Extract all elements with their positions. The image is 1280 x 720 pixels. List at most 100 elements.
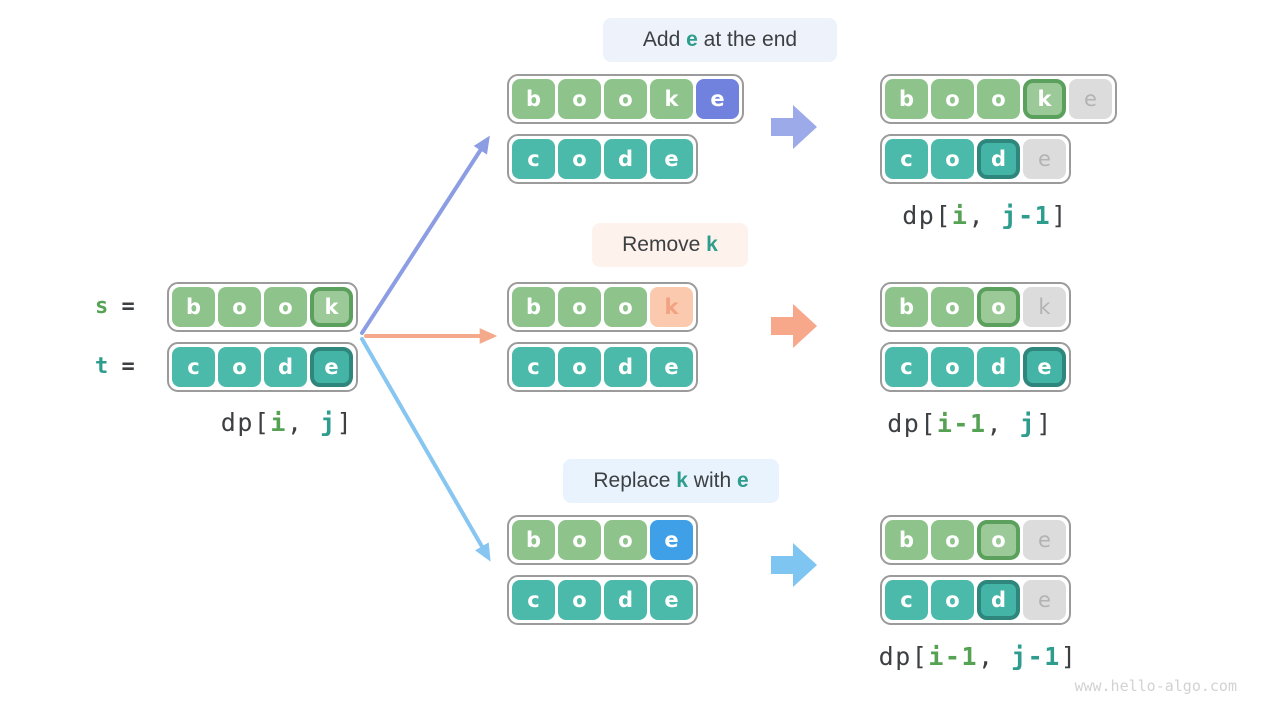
char-cell-b: b [885,287,928,327]
operation-label-remove: Remove k [592,223,748,267]
result-arrow-add [771,105,817,149]
char-cell-b: b [885,520,928,560]
char-cell-o: o [558,580,601,620]
char-cell-d: d [604,139,647,179]
char-cell-d: d [977,347,1020,387]
char-cell-o: o [977,287,1020,327]
char-cell-e: e [650,347,693,387]
char-cell-b: b [885,79,928,119]
text-part: k [706,233,718,256]
text-part: dp[ [878,642,929,671]
char-cell-k: k [650,79,693,119]
text-part: ] [1051,201,1068,230]
char-cell-k: k [650,287,693,327]
char-cell-o: o [931,79,974,119]
operation-label-replace: Replace k with e [563,459,779,503]
char-cell-e: e [310,347,353,387]
char-cell-o: o [977,520,1020,560]
text-part: , [968,201,1002,230]
char-cell-c: c [885,347,928,387]
char-cell-o: o [931,287,974,327]
text-part: j-1 [1011,642,1061,671]
char-cell-d: d [977,139,1020,179]
char-cell-o: o [977,79,1020,119]
char-cell-o: o [558,139,601,179]
char-cell-k: k [1023,79,1066,119]
char-cell-o: o [604,79,647,119]
char-cell-e: e [650,139,693,179]
char-cell-b: b [512,520,555,560]
text-part: e [736,469,749,492]
char-cell-e: e [1023,139,1066,179]
text-part: j [1019,409,1037,438]
branch-arrow-replace [360,337,491,562]
text-part: i [951,201,969,230]
text-part: Replace [593,469,677,492]
variable-label-s: s = [95,294,135,319]
dp-formula-replace: dp[i-1, j-1] [879,642,1078,671]
char-cell-e: e [1069,79,1112,119]
char-cell-o: o [931,520,974,560]
char-cell-o: o [558,520,601,560]
text-part: = [108,354,135,379]
char-cell-k: k [1023,287,1066,327]
dp-formula-current: dp[i, j] [221,408,353,437]
dp-formula-remove: dp[i-1, j] [887,409,1053,438]
operation-label-add: Add e at the end [603,18,837,62]
text-part: , [286,408,321,437]
text-part: Add [642,28,687,51]
text-part: ] [1036,409,1053,438]
char-cell-o: o [604,520,647,560]
char-cell-c: c [885,580,928,620]
char-cell-c: c [172,347,215,387]
text-part: t [95,354,109,379]
text-part: at the end [697,28,798,51]
char-cell-e: e [696,79,739,119]
char-cell-e: e [650,520,693,560]
result-arrow-replace [771,543,817,587]
char-cell-e: e [1023,580,1066,620]
text-part: with [687,469,737,492]
text-part: dp[ [220,408,271,437]
text-part: Remove [622,233,707,256]
result-arrow-remove [771,304,817,348]
text-part: ] [1060,642,1078,671]
variable-label-t: t = [95,354,135,379]
text-part: j [320,408,337,437]
char-cell-d: d [977,580,1020,620]
text-part: i-1 [928,642,978,671]
char-cell-o: o [604,287,647,327]
char-cell-o: o [558,79,601,119]
char-cell-o: o [931,139,974,179]
char-cell-d: d [604,580,647,620]
text-part: e [686,28,698,51]
char-cell-c: c [512,580,555,620]
char-cell-o: o [558,287,601,327]
char-cell-d: d [604,347,647,387]
char-cell-o: o [218,287,261,327]
char-cell-c: c [885,139,928,179]
text-part: dp[ [887,409,937,438]
text-part: dp[ [902,201,952,230]
char-cell-c: c [512,139,555,179]
char-cell-o: o [264,287,307,327]
text-part: j-1 [1001,201,1052,230]
char-cell-k: k [310,287,353,327]
char-cell-o: o [931,580,974,620]
branch-arrow-add [360,135,490,335]
text-part: s [95,294,109,319]
